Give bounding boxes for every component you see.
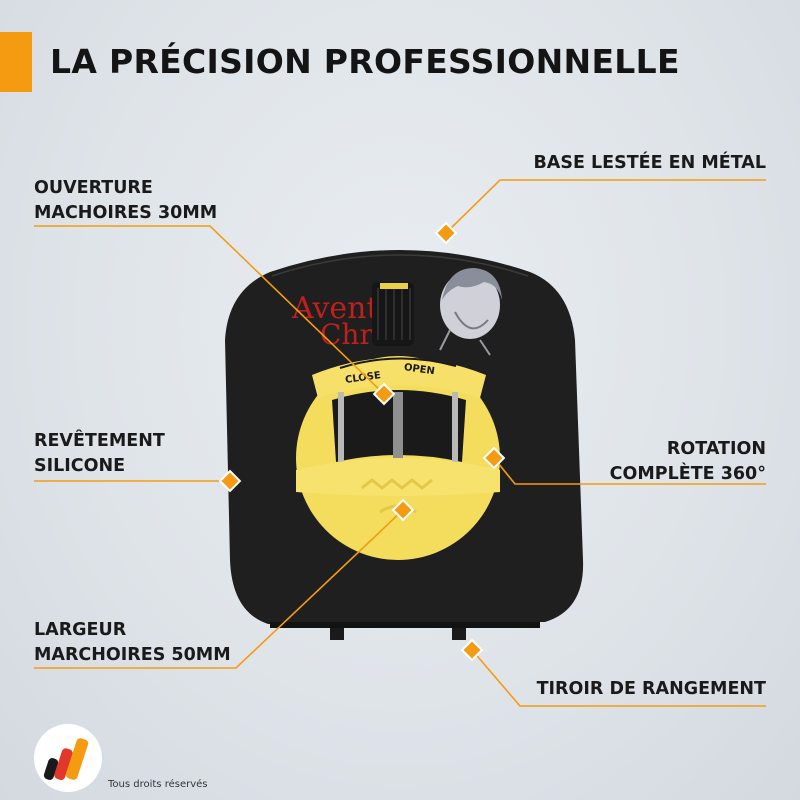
callout-line-largeur: [34, 509, 404, 669]
open-marking: OPEN: [403, 362, 435, 377]
callout-line-rotation: [493, 457, 766, 485]
brand-text-top: Avent: [291, 291, 379, 326]
callout-revetement: REVÊTEMENT SILICONE: [34, 431, 165, 476]
marker-revetement: [218, 469, 242, 493]
portrait-logo: [439, 268, 502, 356]
title-accent-bar: [0, 32, 32, 92]
callout-line-base: [445, 179, 766, 234]
callout-tiroir: TIROIR DE RANGEMENT: [536, 679, 766, 699]
footer-copyright: Tous droits réservés: [108, 779, 208, 790]
direction-arrow: [339, 357, 457, 369]
guide-rod-left: [338, 392, 344, 462]
drawer-shadow: [270, 622, 540, 628]
threaded-screw: [393, 392, 403, 460]
page-title: LA PRÉCISION PROFESSIONNELLE: [50, 42, 680, 81]
callout-largeur: LARGEUR MARCHOIRES 50MM: [34, 620, 231, 665]
brand-text-bottom: Chr: [320, 318, 373, 351]
base-top-edge: [271, 254, 529, 277]
callout-rotation: ROTATION COMPLÈTE 360°: [609, 439, 766, 484]
knob-collar: [380, 283, 408, 289]
marker-rotation: [482, 446, 506, 470]
marker-base: [434, 221, 458, 245]
callout-base: BASE LESTÉE EN MÉTAL: [533, 153, 766, 173]
marker-largeur: [391, 498, 415, 522]
brand-logo-icon: [34, 724, 102, 792]
vise-top-bridge: [312, 357, 486, 398]
marker-tiroir: [460, 638, 484, 662]
guide-rod-right: [452, 392, 458, 462]
callout-ouverture: OUVERTURE MACHOIRES 30MM: [34, 178, 218, 223]
callout-line-ouverture: [34, 225, 386, 396]
jaw-texture: [361, 478, 433, 490]
lower-jaw: [296, 458, 500, 496]
callout-line-tiroir: [471, 649, 766, 707]
marker-ouverture: [372, 382, 396, 406]
